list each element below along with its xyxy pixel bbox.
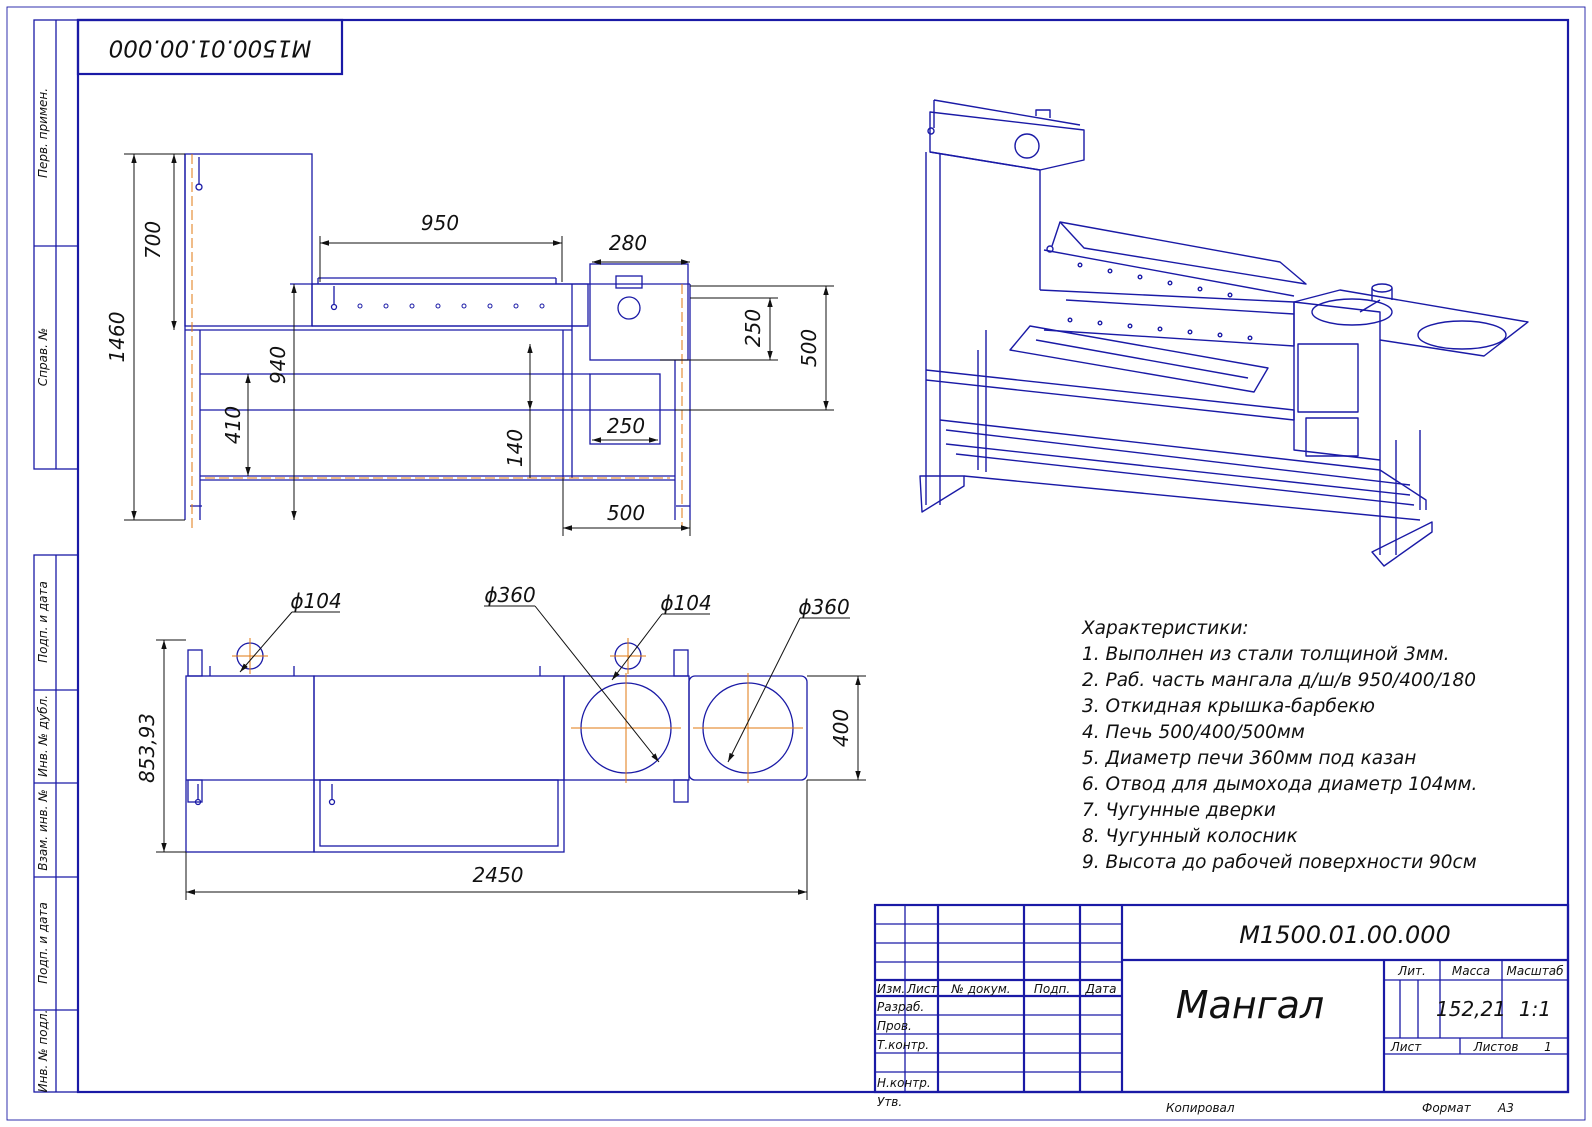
- stamp-sheets-label: Листов: [1473, 1040, 1519, 1054]
- front-dimension-labels: 950 280 700 1460 940 250 500 410 140 250…: [105, 211, 821, 525]
- dim-phi104-left: ϕ104: [290, 589, 341, 613]
- dim-410: 410: [221, 406, 245, 444]
- top-view: [185, 638, 808, 853]
- spec-item: 3. Откидная крышка-барбекю: [1082, 696, 1375, 717]
- sheet-footer: Копировал Формат A3: [1166, 1101, 1514, 1115]
- side-labels: Перв. примен. Справ. № Подп. и дата Инв.…: [36, 88, 50, 1092]
- stamp-lit-label: Лит.: [1397, 964, 1426, 978]
- side-label-podp1: Подп. и дата: [36, 581, 50, 663]
- spec-item: 5. Диаметр печи 360мм под казан: [1082, 748, 1416, 769]
- spec-item: 1. Выполнен из стали толщиной 3мм.: [1082, 644, 1450, 665]
- stamp-scale-label: Масштаб: [1506, 964, 1564, 978]
- title-block-texts: M1500.01.00.000 Мангал Лит. Масса Масшта…: [877, 921, 1564, 1109]
- isometric-view: [919, 99, 1529, 567]
- dim-1460: 1460: [105, 312, 129, 363]
- side-label-inv-podl: Инв. № подл.: [36, 1010, 50, 1093]
- dim-2450: 2450: [473, 863, 524, 887]
- side-label-inv-dubl: Инв. № дубл.: [36, 695, 50, 777]
- stamp-mass: 152,21: [1436, 997, 1506, 1021]
- stamp-mass-label: Масса: [1452, 964, 1490, 978]
- dim-250-oven: 250: [741, 309, 765, 347]
- stamp-sheet-label: Лист: [1390, 1040, 1422, 1054]
- dim-phi360-right: ϕ360: [798, 595, 849, 619]
- stamp-role-nkontr: Н.контр.: [877, 1076, 931, 1090]
- footer-format-label: Формат: [1422, 1101, 1472, 1115]
- spec-item: 7. Чугунные дверки: [1082, 800, 1276, 821]
- side-label-perv: Перв. примен.: [36, 88, 50, 178]
- dim-500-oven: 500: [797, 329, 821, 367]
- specs-block: Характеристики: 1. Выполнен из стали тол…: [1081, 618, 1477, 873]
- front-view: [184, 153, 691, 528]
- footer-copied: Копировал: [1166, 1101, 1235, 1115]
- dim-400: 400: [829, 709, 853, 747]
- top-dimensions: [156, 605, 866, 900]
- stamp-role-prov: Пров.: [877, 1019, 912, 1033]
- drawing-code-mirrored: M1500.01.00.000: [109, 35, 312, 61]
- footer-format: A3: [1497, 1101, 1514, 1115]
- stamp-role-razrab: Разраб.: [877, 1000, 924, 1014]
- stamp-role-tkontr: Т.контр.: [877, 1038, 929, 1052]
- stamp-row-list: Лист: [906, 982, 938, 996]
- stamp-row-doc: № докум.: [950, 982, 1010, 996]
- side-label-sprav: Справ. №: [36, 328, 50, 386]
- side-label-podp2: Подп. и дата: [36, 902, 50, 984]
- spec-item: 6. Отвод для дымохода диаметр 104мм.: [1082, 774, 1477, 795]
- top-dimension-labels: ϕ104 ϕ360 ϕ104 ϕ360 853,93 400 2450: [135, 583, 853, 887]
- spec-item: 8. Чугунный колосник: [1082, 826, 1298, 847]
- stamp-row-izm: Изм.: [877, 982, 905, 996]
- dim-phi360-left: ϕ360: [484, 583, 535, 607]
- title-block: [873, 903, 1570, 1094]
- dim-phi104-right: ϕ104: [660, 591, 711, 615]
- dim-700: 700: [141, 221, 165, 259]
- spec-item: 9. Высота до рабочей поверхности 90см: [1082, 852, 1477, 873]
- spec-item: 2. Раб. часть мангала д/ш/в 950/400/180: [1082, 670, 1476, 691]
- stamp-sheets: 1: [1544, 1040, 1552, 1054]
- dim-940: 940: [266, 346, 290, 384]
- dim-250-door: 250: [607, 414, 645, 438]
- dim-280: 280: [609, 231, 647, 255]
- spec-item: 4. Печь 500/400/500мм: [1082, 722, 1305, 743]
- drawing-title: Мангал: [1176, 983, 1324, 1027]
- sheet-frame: [6, 6, 1586, 1121]
- dim-500-leg: 500: [607, 501, 645, 525]
- stamp-row-date: Дата: [1084, 982, 1116, 996]
- stamp-row-podp: Подп.: [1034, 982, 1070, 996]
- specs-heading: Характеристики:: [1081, 618, 1249, 639]
- side-label-vzam: Взам. инв. №: [36, 789, 50, 870]
- dim-140: 140: [503, 429, 527, 467]
- stamp-scale: 1:1: [1519, 997, 1551, 1021]
- dim-950: 950: [421, 211, 459, 235]
- front-dimensions: [124, 153, 834, 536]
- drawing-code: M1500.01.00.000: [1239, 921, 1451, 949]
- stamp-role-utv: Утв.: [877, 1095, 902, 1109]
- dim-853: 853,93: [135, 713, 159, 783]
